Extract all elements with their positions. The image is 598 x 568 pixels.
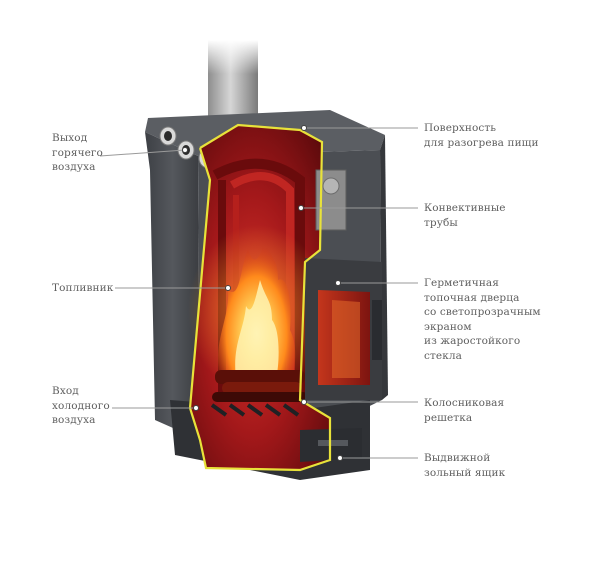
label-sealed-door: Герметичная топочная дверца со светопроз…	[424, 277, 541, 362]
grate-bars	[210, 403, 300, 417]
label-cooking-surface: Поверхность для разогрева пищи	[424, 122, 539, 149]
label-firebox: Топливник	[52, 282, 114, 294]
cutaway-outline	[188, 123, 332, 472]
burning-logs	[212, 370, 308, 402]
label-cold-air-inlet: Вход холодного воздуха	[52, 385, 110, 426]
callout-lines	[99, 125, 418, 461]
label-ash-drawer: Выдвижной зольный ящик	[424, 452, 506, 479]
firebox-door	[305, 258, 382, 400]
label-grate: Колосниковая решетка	[424, 397, 505, 424]
firebox-flame	[217, 238, 296, 385]
label-convection-tubes: Конвективные трубы	[424, 202, 506, 229]
label-hot-air-outlet: Выход горячего воздуха	[52, 132, 103, 173]
